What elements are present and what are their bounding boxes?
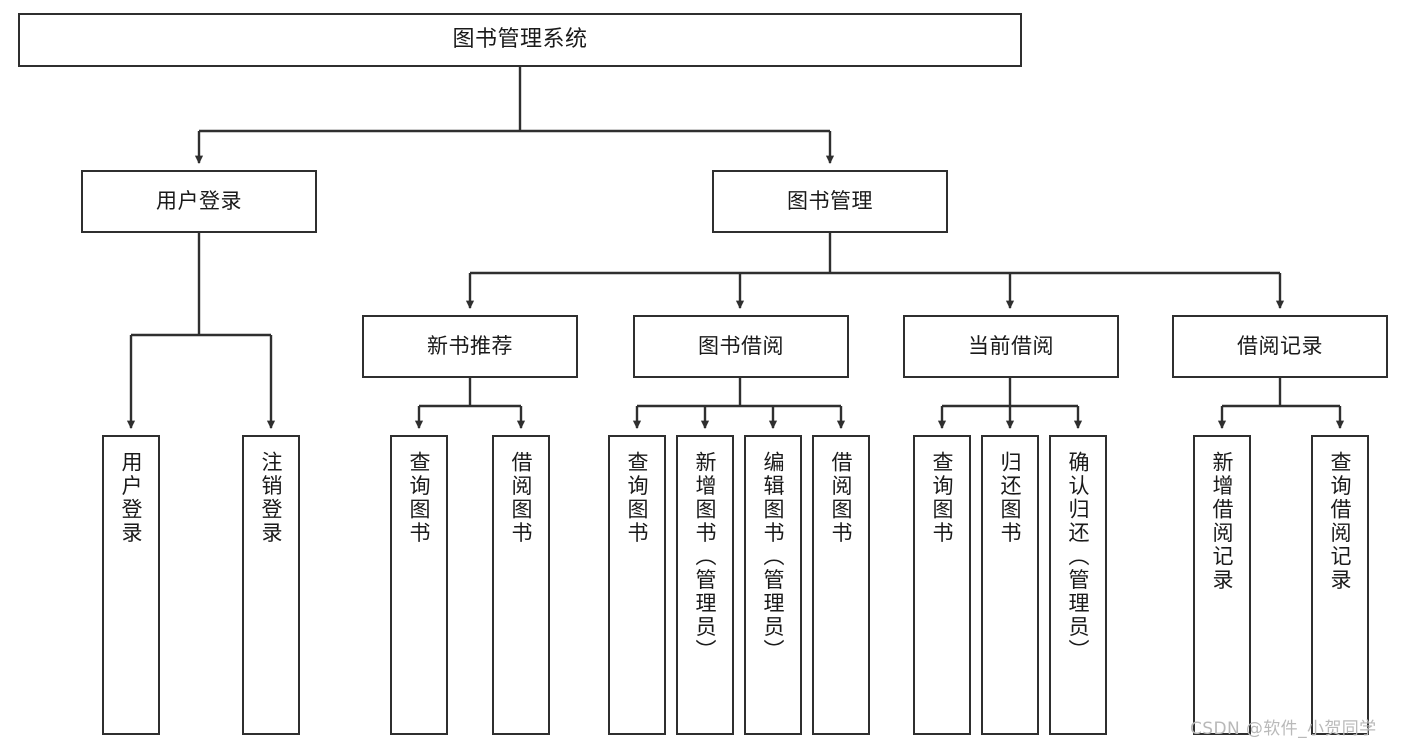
node-borrow-record[interactable]: 借阅记录 [1172, 315, 1388, 378]
node-label: 查询图书 [930, 451, 955, 545]
node-label: 图书管理 [787, 189, 873, 214]
node-current-borrow[interactable]: 当前借阅 [903, 315, 1119, 378]
node-book-management[interactable]: 图书管理 [712, 170, 948, 233]
leaf-borrow-query-book[interactable]: 查询图书 [608, 435, 666, 735]
node-label: 查询图书 [625, 451, 650, 545]
node-label: 新增图书（管理员） [693, 451, 718, 663]
node-label: 注销登录 [259, 451, 284, 545]
node-label: 图书借阅 [698, 334, 784, 359]
leaf-borrow-borrow-book[interactable]: 借阅图书 [812, 435, 870, 735]
node-label: 查询借阅记录 [1328, 451, 1353, 592]
node-label: 新书推荐 [427, 334, 513, 359]
node-label: 用户登录 [119, 451, 144, 545]
leaf-user-login-login[interactable]: 用户登录 [102, 435, 160, 735]
node-label: 编辑图书（管理员） [761, 451, 786, 663]
leaf-current-confirm-return-admin[interactable]: 确认归还（管理员） [1049, 435, 1107, 735]
leaf-current-query-book[interactable]: 查询图书 [913, 435, 971, 735]
node-label: 借阅记录 [1237, 334, 1323, 359]
watermark-text: CSDN @软件_小贺同学 [1190, 719, 1377, 739]
node-new-book-recommend[interactable]: 新书推荐 [362, 315, 578, 378]
node-label: 借阅图书 [509, 451, 534, 545]
leaf-user-login-logout[interactable]: 注销登录 [242, 435, 300, 735]
node-root-book-management-system[interactable]: 图书管理系统 [18, 13, 1022, 67]
leaf-borrow-edit-book-admin[interactable]: 编辑图书（管理员） [744, 435, 802, 735]
node-label: 归还图书 [998, 451, 1023, 545]
node-user-login[interactable]: 用户登录 [81, 170, 317, 233]
node-label: 当前借阅 [968, 334, 1054, 359]
node-label: 确认归还（管理员） [1066, 451, 1091, 663]
leaf-borrow-add-book-admin[interactable]: 新增图书（管理员） [676, 435, 734, 735]
leaf-record-add-record[interactable]: 新增借阅记录 [1193, 435, 1251, 735]
leaf-recommend-query-book[interactable]: 查询图书 [390, 435, 448, 735]
node-label: 用户登录 [156, 189, 242, 214]
node-label: 借阅图书 [829, 451, 854, 545]
node-label: 查询图书 [407, 451, 432, 545]
leaf-current-return-book[interactable]: 归还图书 [981, 435, 1039, 735]
node-book-borrow[interactable]: 图书借阅 [633, 315, 849, 378]
node-label: 图书管理系统 [452, 27, 588, 53]
leaf-record-query-record[interactable]: 查询借阅记录 [1311, 435, 1369, 735]
node-label: 新增借阅记录 [1210, 451, 1235, 592]
leaf-recommend-borrow-book[interactable]: 借阅图书 [492, 435, 550, 735]
